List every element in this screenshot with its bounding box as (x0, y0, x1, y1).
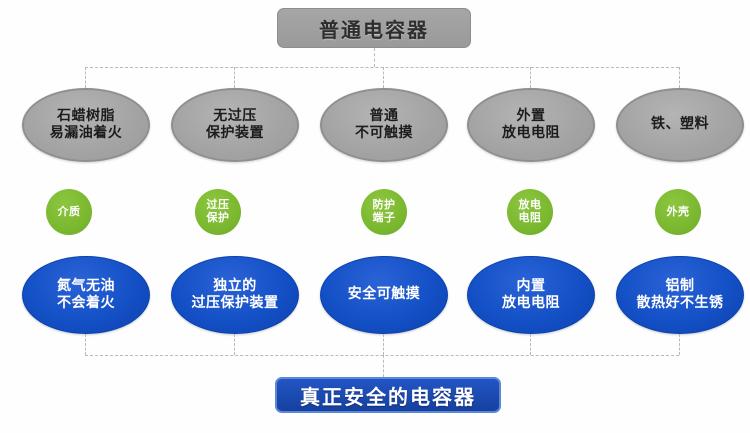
solution-ellipse-2-text: 独立的 过压保护装置 (191, 277, 279, 311)
connector-bottom-riser-4 (530, 334, 531, 355)
problem-ellipse-5: 铁、塑料 (616, 88, 744, 162)
top-node-ordinary-capacitor: 普通电容器 (277, 8, 471, 48)
solution-ellipse-5-text: 铝制 散热好不生锈 (636, 277, 724, 311)
connector-top-drop-4 (530, 67, 531, 88)
solution-ellipse-2: 独立的 过压保护装置 (171, 256, 299, 334)
problem-ellipse-1-text: 石蜡树脂 易漏油着火 (49, 107, 123, 141)
problem-ellipse-1: 石蜡树脂 易漏油着火 (22, 88, 150, 162)
problem-ellipse-2-text: 无过压 保护装置 (206, 107, 264, 141)
connector-top-drop-1 (85, 67, 86, 88)
aspect-circle-4: 放电 电阻 (507, 189, 553, 235)
aspect-circle-5: 外壳 (655, 189, 701, 235)
connector-top-bus (85, 67, 679, 68)
connector-top-drop-3 (383, 67, 384, 88)
problem-ellipse-5-text: 铁、塑料 (651, 116, 709, 133)
connector-bottom-riser-2 (234, 334, 235, 355)
aspect-circle-1-text: 介质 (57, 204, 81, 218)
connector-bottom-riser-5 (679, 334, 680, 355)
solution-ellipse-4: 内置 放电电阻 (467, 256, 595, 334)
connector-top-drop-5 (679, 67, 680, 88)
solution-ellipse-4-text: 内置 放电电阻 (502, 277, 560, 311)
solution-ellipse-1: 氮气无油 不会着火 (22, 256, 150, 334)
aspect-circle-2-text: 过压 保护 (206, 198, 230, 224)
connector-top-drop-2 (234, 67, 235, 88)
aspect-circle-3: 防护 端子 (361, 189, 407, 235)
aspect-circle-2: 过压 保护 (195, 189, 241, 235)
solution-ellipse-3: 安全可触摸 (320, 256, 448, 334)
problem-ellipse-4: 外置 放电电阻 (467, 88, 595, 162)
aspect-circle-4-text: 放电 电阻 (518, 198, 542, 224)
solution-ellipse-3-text: 安全可触摸 (347, 286, 421, 303)
aspect-circle-1: 介质 (46, 189, 92, 235)
solution-ellipse-1-text: 氮气无油 不会着火 (57, 277, 115, 311)
connector-bottom-stem (383, 355, 384, 377)
problem-ellipse-4-text: 外置 放电电阻 (502, 107, 560, 141)
problem-ellipse-3-text: 普通 不可触摸 (355, 107, 413, 141)
top-node-label: 普通电容器 (319, 17, 429, 42)
connector-bottom-riser-1 (85, 334, 86, 355)
connector-bottom-bus (85, 355, 679, 356)
connector-bottom-riser-3 (383, 334, 384, 355)
aspect-circle-5-text: 外壳 (666, 204, 690, 218)
bottom-node-label: 真正安全的电容器 (300, 384, 476, 409)
problem-ellipse-2: 无过压 保护装置 (171, 88, 299, 162)
bottom-node-truly-safe-capacitor: 真正安全的电容器 (275, 377, 501, 413)
connector-top-stem (374, 48, 375, 67)
problem-ellipse-3: 普通 不可触摸 (320, 88, 448, 162)
aspect-circle-3-text: 防护 端子 (372, 198, 396, 224)
solution-ellipse-5: 铝制 散热好不生锈 (616, 256, 744, 334)
